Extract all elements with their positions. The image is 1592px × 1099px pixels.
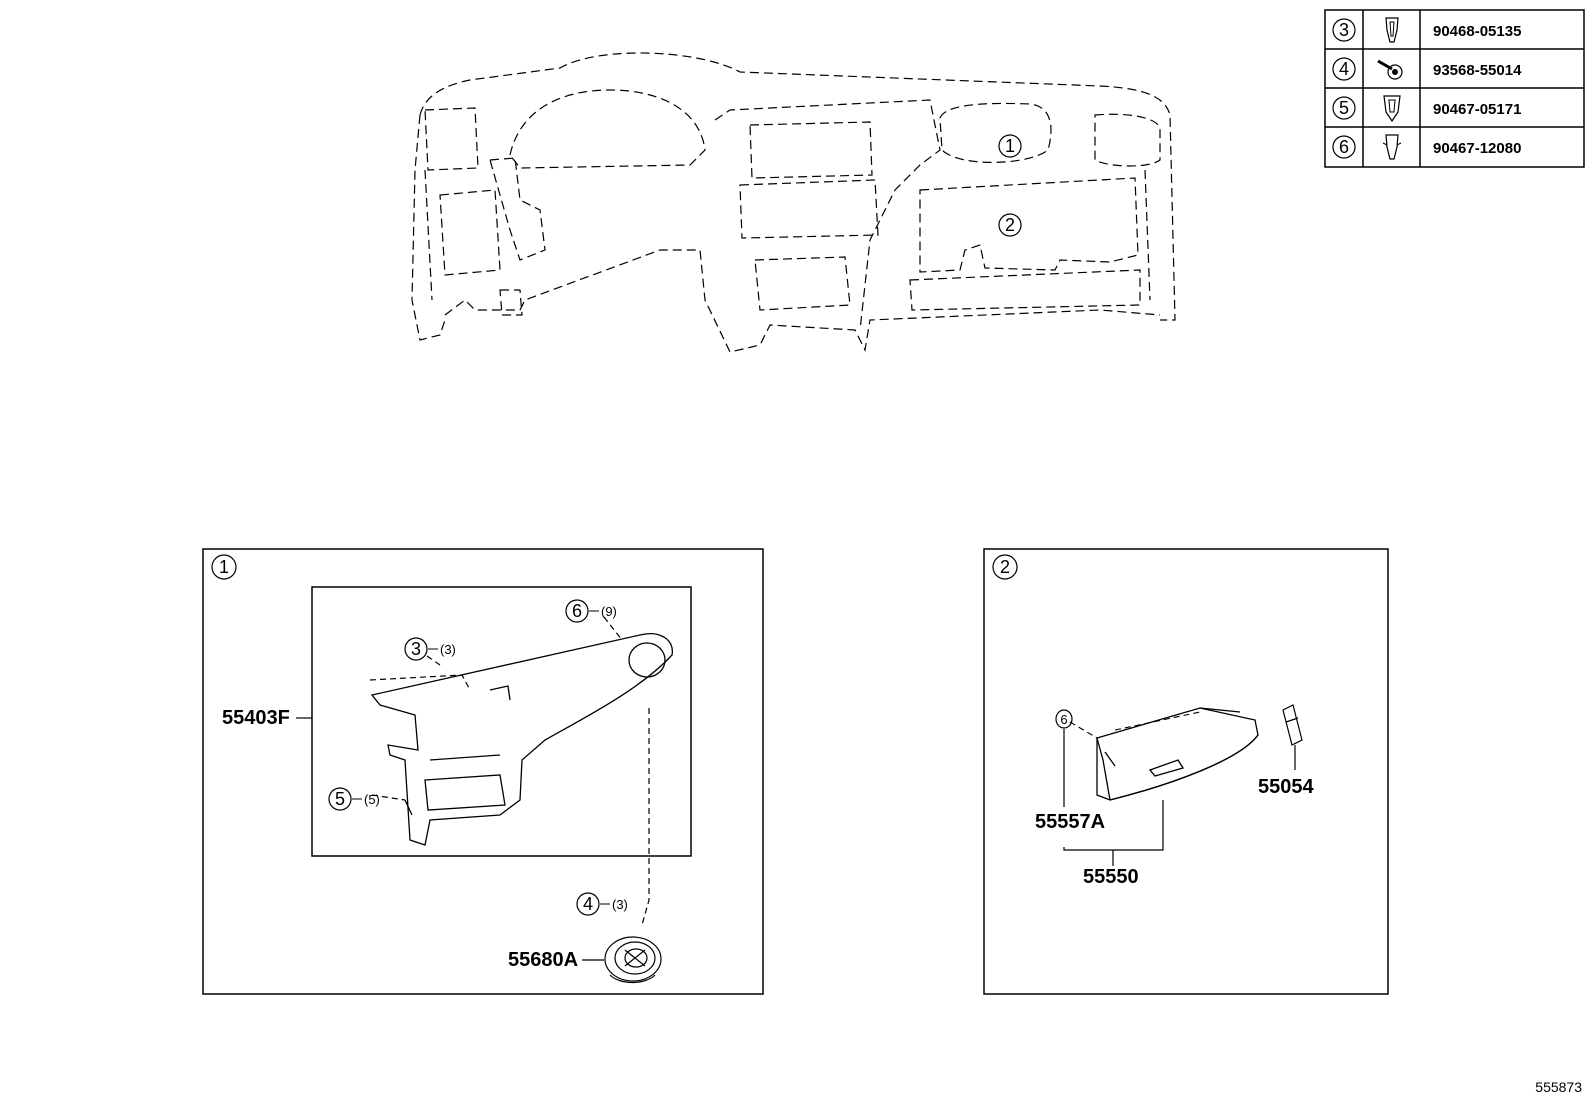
diagram-reference-number: 555873	[1535, 1079, 1582, 1095]
glove-box-dashed	[1069, 711, 1201, 739]
ref-circle	[1332, 96, 1356, 120]
callout-6: 6	[1055, 709, 1073, 729]
ref-circle	[1332, 57, 1356, 81]
table-ref: 5	[1339, 98, 1349, 118]
table-ref: 4	[1339, 59, 1349, 79]
part-number: 90468-05135	[1433, 23, 1521, 40]
svg-text:3: 3	[411, 639, 421, 659]
panel-index-circle	[992, 554, 1018, 580]
detail-panel-2: 2 6 55557A	[983, 548, 1389, 995]
part-label-vent: 55680A	[508, 949, 578, 971]
svg-text:4: 4	[583, 894, 593, 914]
svg-text:(5): (5)	[364, 792, 380, 807]
table-ref: 3	[1339, 20, 1349, 40]
svg-text:(3): (3)	[440, 642, 456, 657]
part-number: 90467-05171	[1433, 101, 1521, 118]
part-label-damper: 55054	[1258, 776, 1314, 798]
glove-box-drawing	[1096, 707, 1259, 801]
overview-callout-2: 2	[998, 213, 1022, 237]
leader-lines	[1063, 729, 1164, 866]
ref-circle	[1332, 135, 1356, 159]
part-number: 93568-55014	[1433, 62, 1522, 79]
svg-text:2: 2	[1005, 215, 1015, 235]
svg-text:(3): (3)	[612, 897, 628, 912]
callout-4: 4 (3)	[576, 892, 628, 916]
panel-index-circle	[211, 554, 237, 580]
ref-circle	[1332, 18, 1356, 42]
table-row: 6 90467-12080	[1332, 134, 1521, 160]
clip-icon	[1385, 17, 1399, 43]
svg-text:(9): (9)	[601, 604, 617, 619]
clip-icon	[1383, 95, 1401, 123]
callout-6: 6 (9)	[565, 599, 617, 623]
table-row: 5 90467-05171	[1332, 95, 1521, 123]
callout-5: 5 (5)	[328, 787, 380, 811]
callout-3: 3 (3)	[404, 637, 456, 661]
table-row: 4 93568-55014	[1332, 57, 1522, 81]
overview-callout-1: 1	[998, 134, 1022, 158]
dashboard-overview	[411, 52, 1176, 353]
part-number: 90467-12080	[1433, 140, 1521, 157]
detail-panel-1: 1 6 (9) 3	[202, 548, 764, 995]
damper-drawing	[1282, 704, 1303, 770]
part-label-trim-panel: 55403F	[222, 707, 290, 729]
table-row: 3 90468-05135	[1332, 17, 1521, 43]
svg-text:6: 6	[1060, 712, 1067, 727]
panel-index: 2	[1000, 557, 1010, 577]
clip-icon	[1382, 134, 1402, 160]
svg-text:6: 6	[572, 601, 582, 621]
trim-panel-drawing	[370, 633, 673, 846]
parts-table: 3 90468-05135 4 93568-55014 5	[1324, 9, 1585, 168]
round-vent-drawing	[604, 936, 662, 984]
part-label-glove-box: 55550	[1083, 866, 1139, 888]
svg-text:1: 1	[1005, 136, 1015, 156]
svg-text:5: 5	[335, 789, 345, 809]
panel-index: 1	[219, 557, 229, 577]
guide-lines	[369, 616, 650, 926]
table-ref: 6	[1339, 137, 1349, 157]
inner-assembly-box	[311, 586, 692, 857]
part-label-clip: 55557A	[1035, 811, 1105, 833]
screw-icon	[1377, 59, 1403, 80]
